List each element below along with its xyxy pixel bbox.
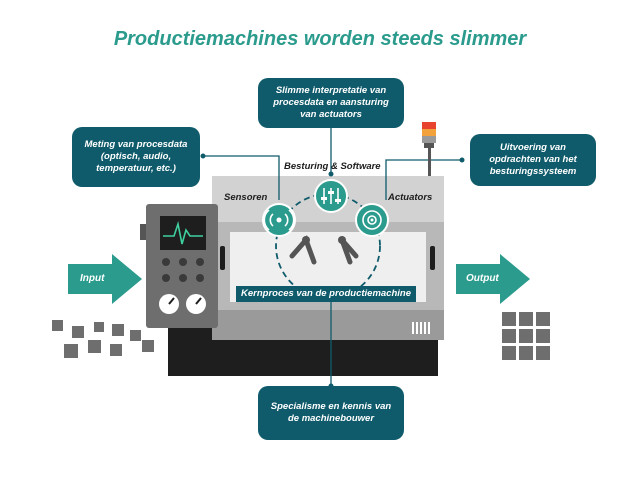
handle-right: [430, 246, 435, 270]
machine-lower-panel: [212, 310, 444, 340]
sensors-label: Sensoren: [224, 192, 268, 203]
measurement-bubble: Meting van procesdata (optisch, audio, t…: [72, 127, 200, 187]
handle-left: [220, 246, 225, 270]
raw-material-pieces: [52, 320, 154, 358]
equalizer-icon: [314, 179, 348, 213]
output-products-grid: [502, 312, 550, 360]
connector-lines: [203, 128, 462, 386]
control-software-label: Besturing & Software: [284, 161, 381, 172]
robot-gripper-icon: [302, 236, 346, 244]
input-arrow: [68, 254, 142, 304]
actuators-label: Actuators: [388, 192, 433, 203]
specialism-bubble: Specialisme en kennis van de machinebouw…: [258, 386, 404, 440]
output-arrow: [456, 254, 530, 304]
output-label: Output: [466, 273, 499, 284]
page-title: Productiemachines worden steeds slimmer: [113, 28, 527, 50]
execution-bubble: Uitvoering van opdrachten van het bestur…: [470, 134, 596, 186]
target-icon: [355, 203, 389, 237]
core-process-label: Kernproces van de productiemachine: [236, 286, 416, 302]
input-label: Input: [80, 273, 105, 284]
control-panel: [140, 204, 218, 328]
signal-tower-icon: [422, 122, 436, 176]
interpretation-bubble: Slimme interpretatie van procesdata en a…: [258, 78, 404, 128]
wireless-sensor-icon: [262, 203, 296, 237]
oscilloscope-icon: [160, 216, 206, 250]
vent-grille: [412, 322, 430, 334]
